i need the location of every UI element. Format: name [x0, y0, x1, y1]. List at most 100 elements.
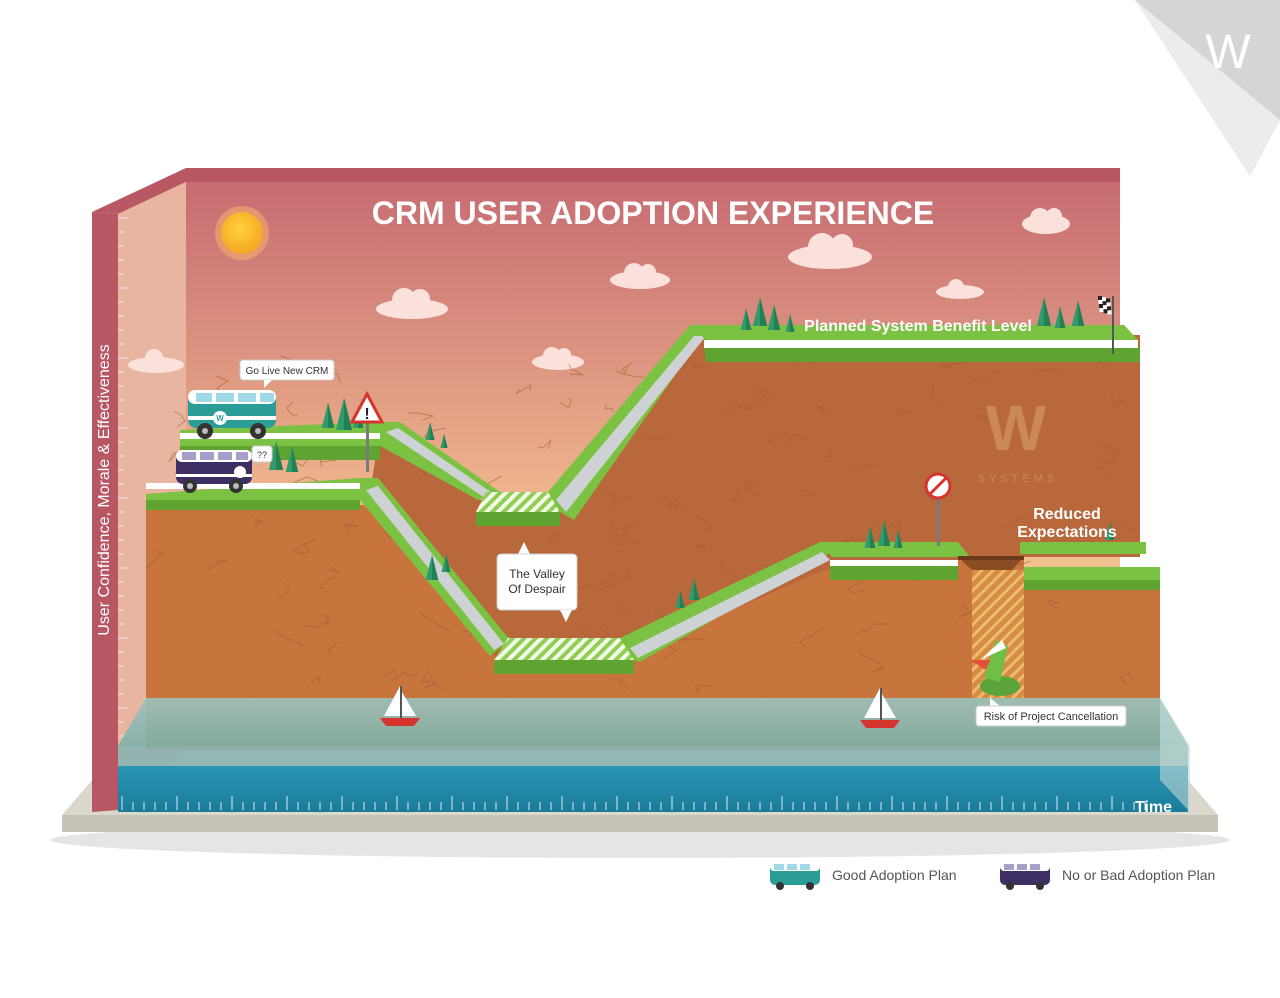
earth-crack	[846, 581, 866, 594]
earth-crack	[309, 676, 321, 686]
question-callout: ??	[251, 445, 273, 463]
bad-adoption-van-icon	[176, 450, 252, 493]
planned-benefit-label: Planned System Benefit Level	[804, 318, 1032, 335]
earth-crack	[579, 623, 590, 638]
earth-crack	[614, 539, 641, 548]
y-axis-label: User Confidence, Morale & Effectiveness	[96, 344, 113, 635]
earth-crack	[391, 671, 418, 682]
clouds	[128, 208, 1070, 373]
earth-crack	[168, 451, 178, 463]
valley-text-line1: The Valley	[509, 567, 565, 581]
earth-crack	[689, 362, 706, 369]
tree-icon	[441, 554, 451, 572]
trees	[268, 297, 1115, 608]
risk-callout: Risk of Project Cancellation	[975, 698, 1127, 727]
tree-icon	[268, 441, 284, 470]
earth-crack	[965, 369, 1001, 384]
good-adoption-road	[180, 325, 1140, 526]
logo-letter: W	[986, 392, 1047, 464]
good-van-legend-icon	[770, 863, 820, 890]
cloud-icon	[936, 279, 984, 299]
cloud-icon	[1022, 208, 1070, 234]
tree-icon	[335, 397, 353, 430]
sun-icon	[221, 212, 263, 254]
earth-crack	[515, 383, 532, 395]
tree-icon	[321, 402, 335, 428]
earth-crack	[798, 626, 824, 649]
diagram-title: CRM USER ADOPTION EXPERIENCE	[372, 195, 934, 231]
water-surface	[118, 698, 1188, 746]
page-curl-corner: W	[1135, 0, 1280, 176]
earth-crack	[974, 412, 988, 420]
earth-crack	[1112, 523, 1132, 532]
no-entry-sign-icon	[924, 472, 952, 546]
x-axis-label: Time	[1135, 799, 1172, 816]
sailboat-icon	[380, 686, 420, 726]
earth-crack	[893, 407, 912, 418]
broken-bridge	[958, 556, 1024, 560]
tree-icon	[425, 554, 439, 580]
bad-van-legend-icon	[1000, 863, 1050, 890]
earth-crack	[823, 449, 834, 459]
tree-icon	[675, 590, 685, 608]
question-text: ??	[257, 450, 267, 460]
water-front-top	[118, 746, 1188, 766]
earth-crack	[620, 522, 635, 538]
earth-crack	[720, 403, 744, 414]
legend-good: Good Adoption Plan	[768, 858, 957, 892]
x-axis-ticks	[121, 796, 1146, 810]
earth-crack	[659, 495, 680, 510]
earth-crack	[173, 410, 186, 428]
earth-crack	[858, 647, 874, 660]
go-live-text: Go Live New CRM	[246, 366, 329, 377]
earth-crack	[732, 488, 740, 502]
crocodile-icon	[970, 640, 1020, 696]
wall-top-edge	[92, 168, 1120, 214]
earth-crack	[929, 381, 942, 406]
tree-icon	[285, 446, 299, 472]
earth-crack	[276, 582, 290, 601]
tree-icon	[864, 526, 876, 548]
earth-crack	[719, 561, 737, 578]
cloud-icon	[788, 233, 872, 269]
earth-crack	[596, 570, 615, 588]
earth-crack	[1111, 395, 1127, 408]
tree-icon	[893, 530, 903, 548]
tree-icon	[440, 433, 448, 448]
water-front	[118, 766, 1188, 812]
earth-crack	[326, 566, 340, 575]
legend-bad-label: No or Bad Adoption Plan	[1062, 867, 1216, 883]
earth-crack	[678, 637, 709, 641]
earth-crack	[421, 674, 445, 691]
earth-crack	[1098, 450, 1118, 464]
earth-crack	[537, 439, 552, 450]
earth-crack	[746, 401, 770, 412]
svg-text:W: W	[216, 414, 224, 423]
earth-crack	[743, 479, 761, 497]
earth-crack	[844, 465, 875, 473]
earth-crack	[854, 623, 888, 635]
sailboat-icon	[860, 688, 900, 728]
legend-bad: No or Bad Adoption Plan	[998, 858, 1215, 892]
tree-icon	[1054, 306, 1066, 328]
earth-crack	[320, 613, 332, 626]
valley-callout: The Valley Of Despair	[496, 542, 578, 622]
earth-crack	[382, 667, 398, 678]
earth-crack	[1048, 599, 1061, 610]
earth-crack	[885, 520, 901, 530]
earth-crack	[618, 570, 632, 582]
earth-crack	[1005, 515, 1029, 528]
earth-crack	[605, 521, 619, 544]
tree-icon	[785, 314, 795, 332]
tree-icon	[1071, 300, 1085, 326]
earth-crack	[607, 677, 630, 690]
earth-crack	[779, 433, 804, 442]
earth-crack	[304, 622, 323, 628]
earth-crack	[694, 544, 707, 551]
earth-crack	[578, 583, 615, 592]
tree-icon	[688, 578, 700, 600]
go-live-callout: Go Live New CRM	[239, 359, 335, 388]
tree-icon	[740, 308, 752, 330]
earth-crack	[693, 514, 713, 531]
